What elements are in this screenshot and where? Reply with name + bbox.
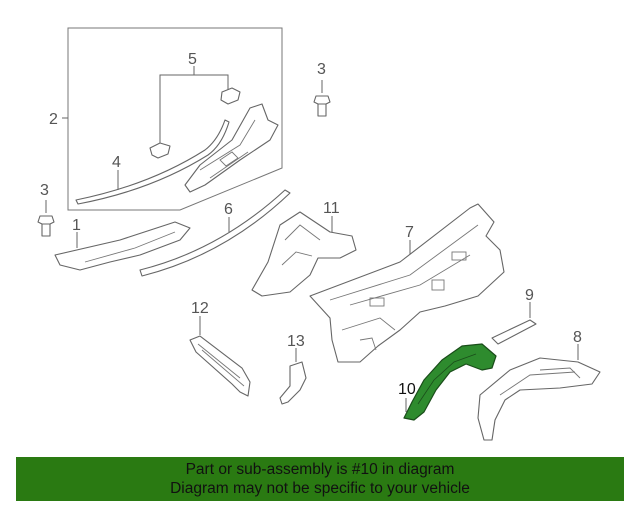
- callout-2: 2: [49, 111, 58, 128]
- part-5-clips[interactable]: [149, 66, 241, 159]
- callout-5: 5: [188, 51, 197, 68]
- banner-line-1: Part or sub-assembly is #10 in diagram: [185, 461, 455, 478]
- parts-diagram: 5 3 2 4 3 6 11 1 7 9 12 8 13 10: [37, 27, 601, 441]
- callout-11: 11: [323, 200, 340, 217]
- callout-3-upper: 3: [317, 61, 326, 78]
- part-12-crossmember[interactable]: [189, 316, 251, 397]
- part-11-strut-housing[interactable]: [251, 211, 357, 297]
- callout-3-lower: 3: [40, 182, 49, 199]
- part-8-side-member[interactable]: [477, 344, 601, 441]
- callout-13: 13: [287, 333, 305, 350]
- selected-part-banner: Part or sub-assembly is #10 in diagram D…: [16, 457, 624, 501]
- part-7-dash-panel[interactable]: [309, 203, 505, 363]
- callout-8: 8: [573, 329, 582, 346]
- banner-line-2: Diagram may not be specific to your vehi…: [170, 480, 470, 497]
- part-3-bolt-upper[interactable]: [313, 80, 331, 117]
- callout-labels: 5 3 2 4 3 6 11 1 7 9 12 8 13 10: [40, 51, 582, 398]
- callout-12: 12: [191, 300, 209, 317]
- part-10-wheelhouse-arch[interactable]: [403, 343, 497, 421]
- part-3-bolt-lower[interactable]: [37, 200, 55, 237]
- callout-4: 4: [112, 154, 121, 171]
- part-13-bracket[interactable]: [279, 348, 307, 405]
- part-4-seal-strip[interactable]: [75, 119, 230, 205]
- part-9-bracket[interactable]: [491, 302, 537, 345]
- callout-1: 1: [72, 217, 81, 234]
- callout-7: 7: [405, 224, 414, 241]
- assembly-inset-box: [62, 27, 283, 211]
- part-6-weatherstrip[interactable]: [139, 189, 291, 277]
- callout-6: 6: [224, 201, 233, 218]
- part-1-cowl-extension[interactable]: [54, 221, 191, 271]
- callout-9: 9: [525, 287, 534, 304]
- part-cowl-top-panel[interactable]: [184, 103, 279, 193]
- callout-10: 10: [398, 381, 416, 398]
